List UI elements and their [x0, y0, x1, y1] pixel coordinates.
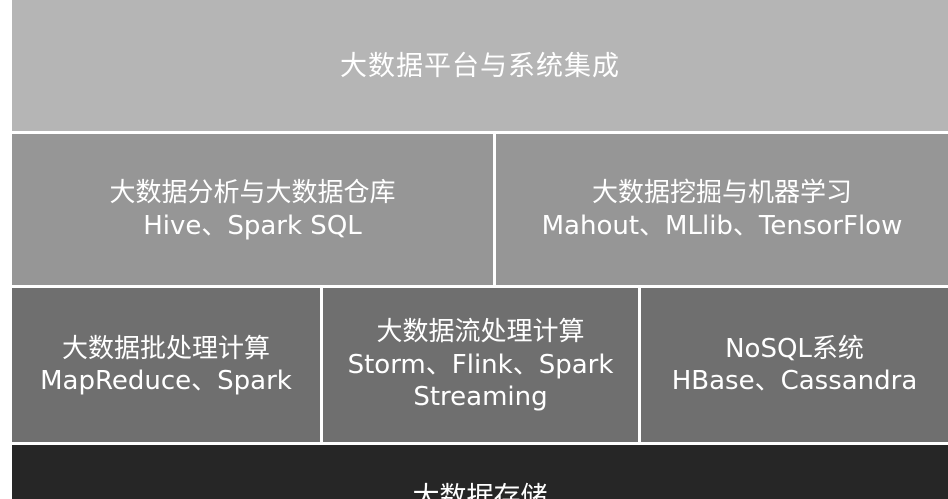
platform-integration-title: 大数据平台与系统集成: [340, 50, 620, 82]
mining-ml-title: 大数据挖掘与机器学习: [591, 178, 852, 208]
batch-processing-block: 大数据批处理计算 MapReduce、Spark: [12, 288, 320, 442]
storage-title: 大数据存储: [412, 482, 548, 499]
stream-processing-tools-line1: Storm、Flink、Spark: [347, 349, 614, 380]
mining-ml-block: 大数据挖掘与机器学习 Mahout、MLlib、TensorFlow: [496, 134, 948, 285]
analysis-warehouse-title: 大数据分析与大数据仓库: [109, 178, 396, 208]
stream-processing-tools-line2: Streaming: [413, 382, 548, 413]
stream-processing-title: 大数据流处理计算: [376, 317, 585, 348]
nosql-tools: HBase、Cassandra: [671, 366, 918, 396]
analysis-warehouse-block: 大数据分析与大数据仓库 Hive、Spark SQL: [12, 134, 493, 285]
platform-integration-layer: 大数据平台与系统集成: [12, 0, 948, 131]
nosql-title: NoSQL系统: [725, 333, 864, 364]
stream-processing-block: 大数据流处理计算 Storm、Flink、Spark Streaming: [323, 288, 638, 442]
batch-processing-tools: MapReduce、Spark: [40, 366, 292, 396]
nosql-block: NoSQL系统 HBase、Cassandra: [641, 288, 948, 442]
mining-ml-tools: Mahout、MLlib、TensorFlow: [541, 210, 903, 241]
batch-processing-title: 大数据批处理计算: [61, 333, 270, 364]
analysis-warehouse-tools: Hive、Spark SQL: [143, 210, 362, 241]
storage-layer: 大数据存储: [12, 445, 948, 499]
